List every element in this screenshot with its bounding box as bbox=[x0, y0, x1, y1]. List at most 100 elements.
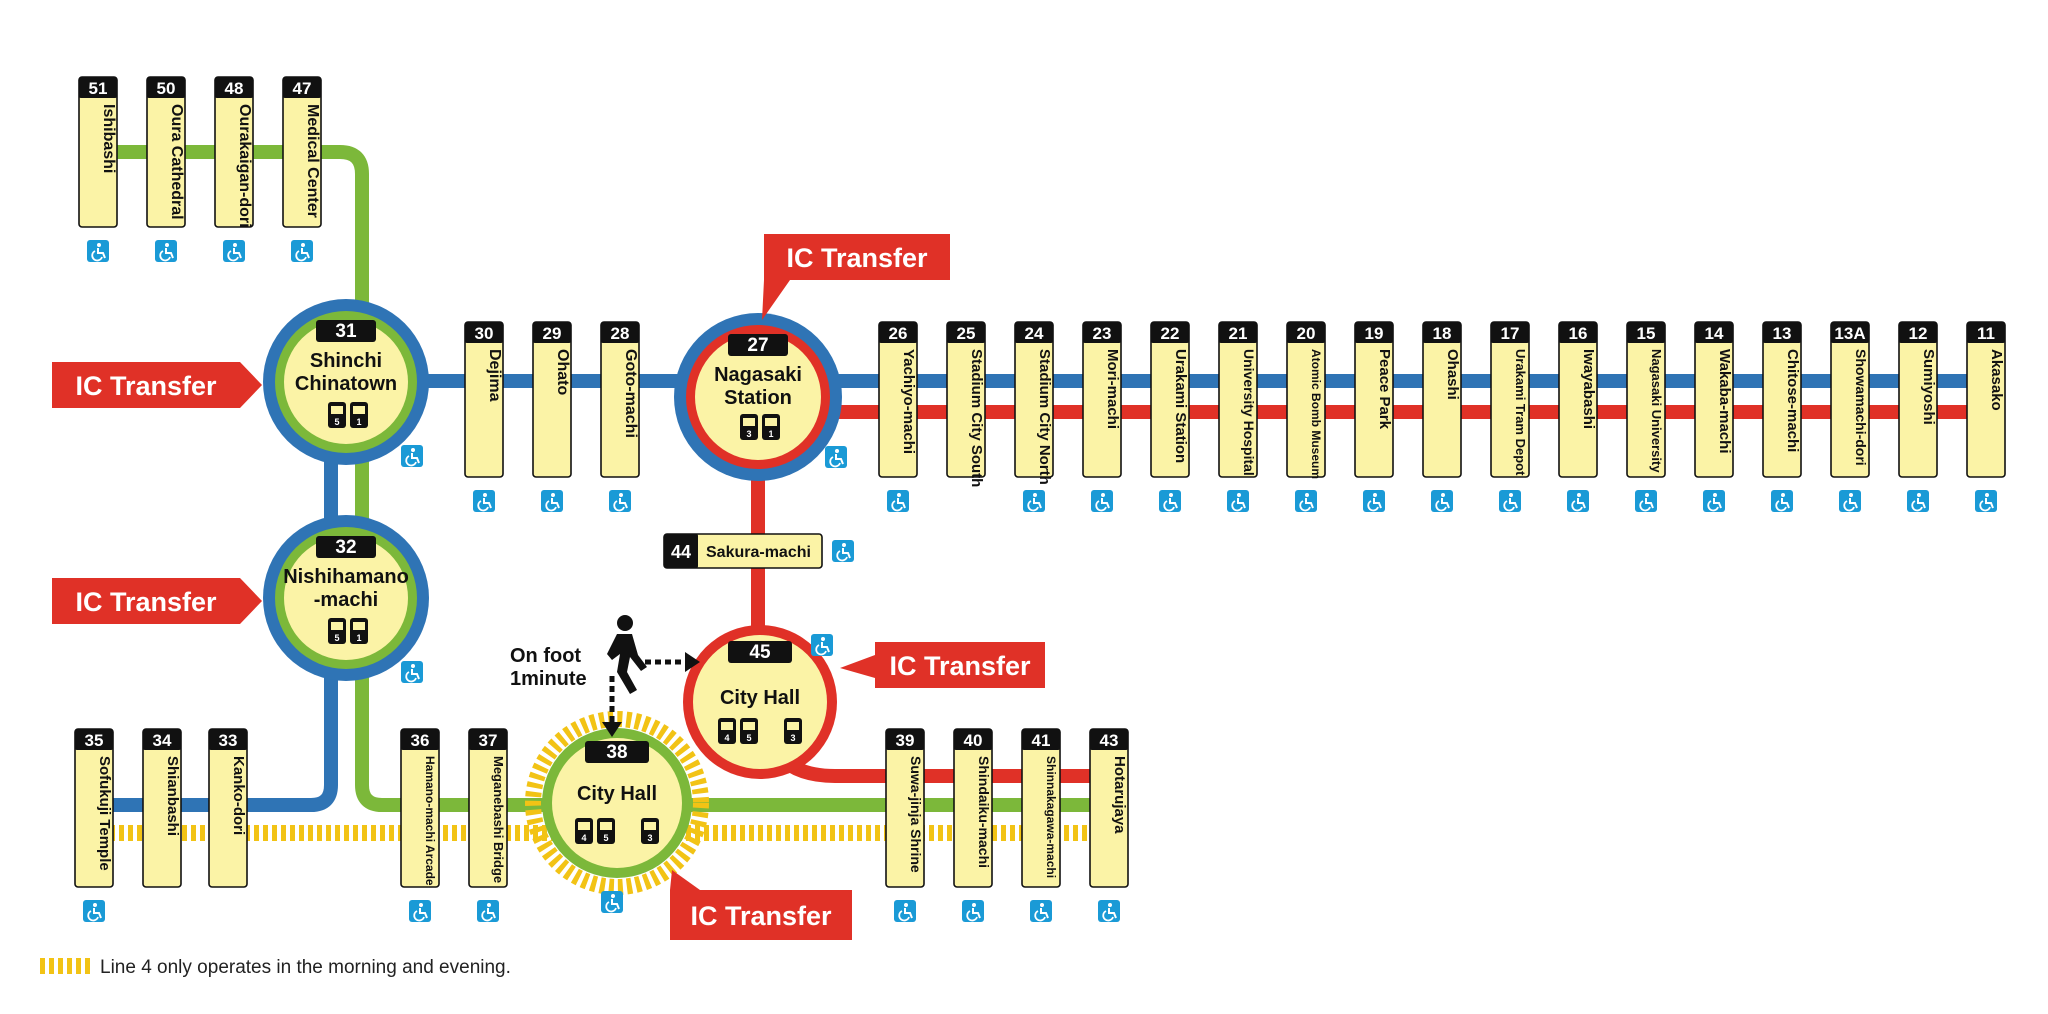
station-name: Akasako bbox=[1988, 349, 2005, 411]
hub-nagasaki-station[interactable] bbox=[674, 313, 842, 481]
hub-shinchi-chinatown[interactable] bbox=[263, 299, 429, 465]
ic-transfer-callout-city-hall-38: IC Transfer bbox=[670, 870, 852, 940]
station-number: 43 bbox=[1100, 731, 1119, 750]
station-name: Ohato bbox=[554, 349, 571, 395]
wheelchair-icon bbox=[155, 240, 177, 262]
station-number: 17 bbox=[1501, 324, 1520, 343]
tram-line-27-a: 3 bbox=[746, 429, 751, 439]
station-number: 19 bbox=[1365, 324, 1384, 343]
wheelchair-icon bbox=[1295, 490, 1317, 512]
on-foot-connector: On foot 1minute bbox=[510, 615, 700, 737]
wheelchair-icon bbox=[1159, 490, 1181, 512]
station-number: 51 bbox=[89, 79, 108, 98]
ic-transfer-callout-nishihamano: IC Transfer bbox=[52, 578, 262, 624]
station-name: Shindaiku-machi bbox=[976, 756, 992, 868]
wheelchair-icon bbox=[1098, 900, 1120, 922]
hub-number-31: 31 bbox=[335, 321, 357, 342]
station-name: Shinnakagawa-machi bbox=[1044, 756, 1058, 878]
hub-name-31-line2: Chinatown bbox=[295, 373, 397, 395]
station-number: 24 bbox=[1025, 324, 1044, 343]
tram-icon: 5 1 bbox=[328, 618, 368, 644]
station-number: 34 bbox=[153, 731, 172, 750]
wheelchair-icon bbox=[825, 446, 847, 468]
tram-icon: 5 1 bbox=[328, 402, 368, 428]
wheelchair-icon bbox=[401, 445, 423, 467]
hub-number-45: 45 bbox=[749, 642, 771, 663]
wheelchair-icon bbox=[832, 540, 854, 562]
pedestrian-icon bbox=[607, 615, 647, 694]
hub-name-27-line1: Nagasaki bbox=[714, 364, 802, 386]
station-name: Iwayabashi bbox=[1580, 349, 1597, 429]
station-number: 12 bbox=[1909, 324, 1928, 343]
station-name: Chitose-machi bbox=[1784, 349, 1801, 452]
station-number: 20 bbox=[1297, 324, 1316, 343]
hub-name-27-line2: Station bbox=[724, 387, 792, 409]
station-name: Wakaba-machi bbox=[1716, 349, 1733, 453]
hub-nishihamano-machi[interactable] bbox=[263, 515, 429, 681]
wheelchair-icon bbox=[1567, 490, 1589, 512]
station-number: 39 bbox=[896, 731, 915, 750]
station-name: Shianbashi bbox=[164, 756, 181, 836]
wheelchair-icon bbox=[811, 634, 833, 656]
tram-icon: 4 5 3 bbox=[575, 818, 659, 844]
station-name: Ohashi bbox=[1444, 349, 1461, 400]
station-number: 13 bbox=[1773, 324, 1792, 343]
wheelchair-icon bbox=[1975, 490, 1997, 512]
station-name: Peace Park bbox=[1376, 349, 1393, 430]
wheelchair-icon bbox=[1703, 490, 1725, 512]
station-number: 21 bbox=[1229, 324, 1248, 343]
wheelchair-icon bbox=[1907, 490, 1929, 512]
arrow-right-icon bbox=[685, 652, 700, 672]
hub-name-38: City Hall bbox=[577, 783, 657, 805]
wheelchair-icon bbox=[1363, 490, 1385, 512]
hub-number-38: 38 bbox=[606, 742, 627, 763]
station-name: Medical Center bbox=[304, 104, 321, 218]
tram-line-31-a: 5 bbox=[334, 417, 339, 427]
station-name: Yachiyo-machi bbox=[900, 349, 917, 454]
station-number: 44 bbox=[671, 542, 691, 562]
ic-transfer-label: IC Transfer bbox=[75, 371, 217, 401]
ic-transfer-label: IC Transfer bbox=[889, 651, 1031, 681]
station-name: Urakami Station bbox=[1172, 349, 1189, 463]
hub-tram-icons: 5 1 5 1 3 1 4 5 3 4 5 bbox=[328, 402, 802, 844]
tram-line-32-b: 1 bbox=[356, 633, 361, 643]
station-name: Atomic Bomb Museum bbox=[1309, 349, 1323, 479]
tram-line-45-c: 3 bbox=[790, 733, 795, 743]
station-number: 16 bbox=[1569, 324, 1588, 343]
